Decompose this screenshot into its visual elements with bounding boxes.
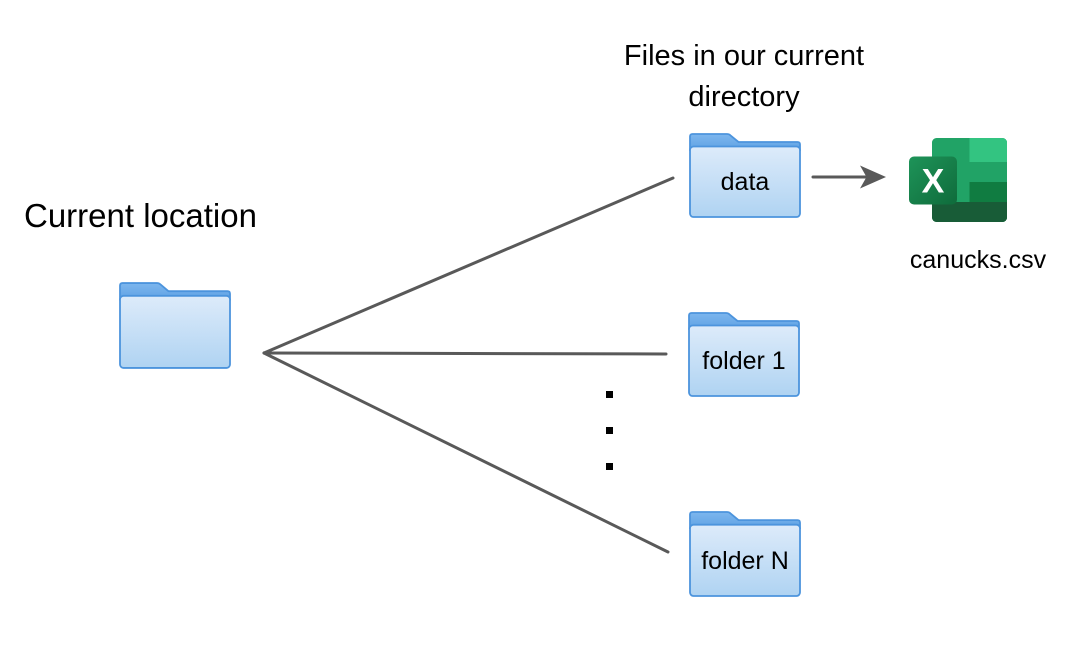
- connector-to-folder-1: [262, 351, 668, 356]
- folder-data: data: [688, 132, 802, 219]
- ellipsis-dots: [606, 391, 613, 470]
- folder-n-label: folder N: [701, 546, 789, 575]
- folder-n: folder N: [688, 510, 802, 598]
- connector-to-data: [262, 176, 675, 355]
- excel-x-letter: X: [922, 163, 945, 201]
- current-location-label: Current location: [24, 197, 257, 234]
- folder-1: folder 1: [687, 311, 801, 398]
- current-location-folder-icon: [118, 281, 232, 370]
- ellipsis-dot: [606, 463, 613, 470]
- folder-1-label: folder 1: [702, 347, 786, 375]
- arrow-head-icon: [860, 165, 886, 189]
- folder-icon: [119, 282, 231, 369]
- excel-x-badge: [909, 156, 957, 205]
- excel-file-icon: X: [909, 138, 1007, 222]
- folder-icon: [689, 511, 801, 597]
- folder-icon: [689, 133, 801, 218]
- connector-to-folder-n: [262, 351, 670, 554]
- ellipsis-dot: [606, 391, 613, 398]
- folder-data-label: data: [720, 168, 770, 196]
- ellipsis-dot: [606, 427, 613, 434]
- file-name-label: canucks.csv: [909, 246, 1047, 274]
- diagram-title: Files in our current directory: [623, 40, 865, 113]
- folder-icon: [688, 312, 800, 397]
